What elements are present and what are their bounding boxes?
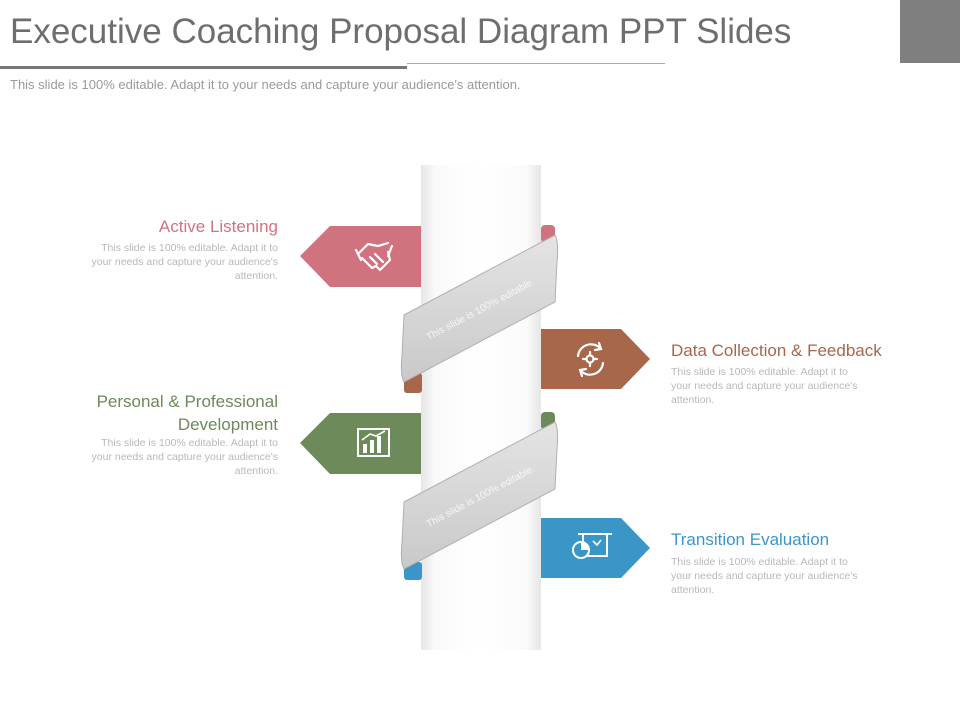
body-line: attention. xyxy=(671,584,715,596)
active-listening-title: Active Listening xyxy=(158,217,278,236)
body-line: This slide is 100% editable. Adapt it to xyxy=(101,242,278,254)
active-listening-body: This slide is 100% editable. Adapt it to… xyxy=(62,241,278,283)
presentation-board-icon xyxy=(572,533,612,559)
arrow-transition-evaluation xyxy=(541,518,650,578)
body-line: attention. xyxy=(234,270,278,282)
arrow-personal-development xyxy=(300,413,421,474)
data-collection-title: Data Collection & Feedback xyxy=(671,341,882,360)
title-underline-light xyxy=(407,63,665,64)
body-line: attention. xyxy=(234,465,278,477)
page-title: Executive Coaching Proposal Diagram PPT … xyxy=(10,12,792,51)
body-line: your needs and capture your audience's xyxy=(91,256,278,268)
body-line: your needs and capture your audience's xyxy=(671,570,858,582)
page-subtitle: This slide is 100% editable. Adapt it to… xyxy=(10,77,521,92)
bar-chart-icon xyxy=(357,428,390,457)
refresh-gear-icon xyxy=(576,341,605,378)
body-line: This slide is 100% editable. Adapt it to xyxy=(101,437,278,449)
transition-evaluation-title: Transition Evaluation xyxy=(671,530,830,549)
title-underline-dark xyxy=(0,66,407,69)
title-line: Personal & Professional xyxy=(96,392,278,411)
transition-evaluation-body: This slide is 100% editable. Adapt it to… xyxy=(671,555,891,597)
corner-accent-box xyxy=(900,0,960,63)
arrow-active-listening xyxy=(300,226,421,287)
handshake-icon xyxy=(354,241,394,272)
data-collection-body: This slide is 100% editable. Adapt it to… xyxy=(671,365,891,407)
title-line: Development xyxy=(177,415,278,434)
body-line: This slide is 100% editable. Adapt it to xyxy=(671,556,848,568)
body-line: your needs and capture your audience's xyxy=(91,451,278,463)
body-line: This slide is 100% editable. Adapt it to xyxy=(671,366,848,378)
body-line: attention. xyxy=(671,394,715,406)
center-pole xyxy=(421,165,541,650)
personal-development-title: Personal & Professional Development xyxy=(62,390,278,436)
personal-development-body: This slide is 100% editable. Adapt it to… xyxy=(62,436,278,478)
body-line: your needs and capture your audience's xyxy=(671,380,858,392)
